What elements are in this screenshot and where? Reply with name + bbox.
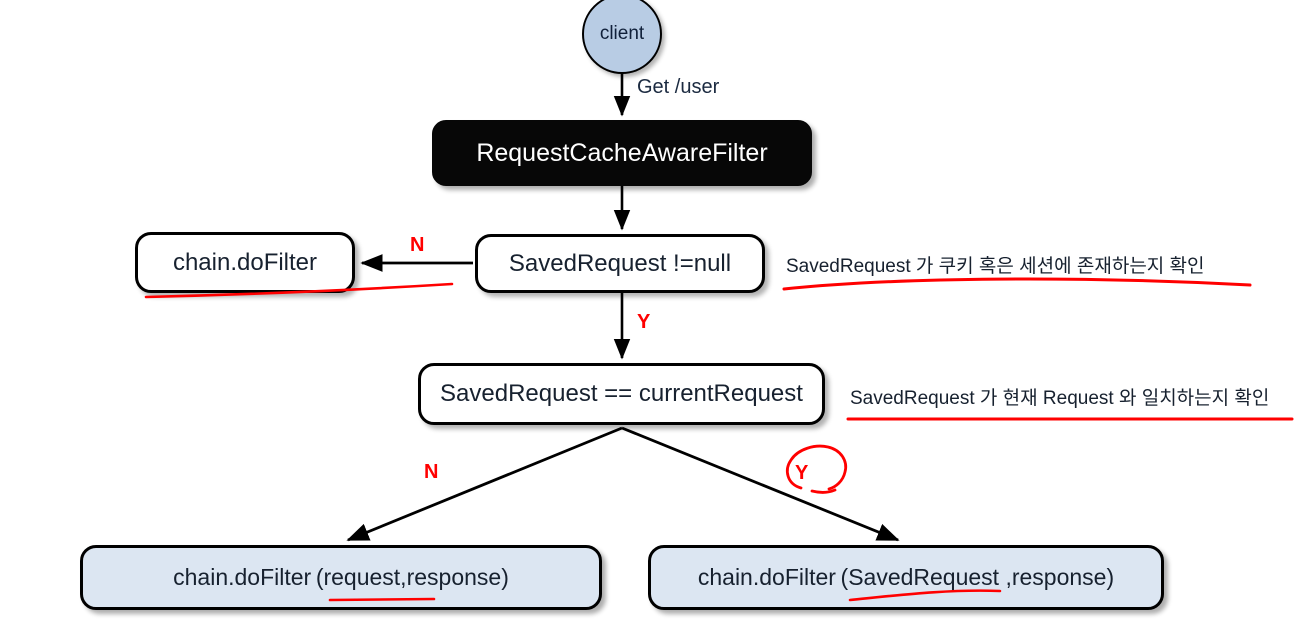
node-decision-savedrequest-not-null[interactable]: SavedRequest !=null	[475, 234, 765, 293]
node-decision-savedrequest-equals-currentrequest[interactable]: SavedRequest == currentRequest	[418, 363, 825, 425]
node-dofilter-saved-label: chain.doFilter (SavedRequest ,response)	[697, 564, 1115, 590]
node-client[interactable]: client	[582, 0, 662, 74]
node-chain-dofilter-request-response[interactable]: chain.doFilter (request,response)	[80, 545, 602, 610]
annotation-savedrequest-matches-current: SavedRequest 가 현재 Request 와 일치하는지 확인	[850, 388, 1270, 409]
edge-match-to-dofilter-request	[346, 426, 623, 542]
edge-label-y-match: Y	[795, 462, 809, 484]
node-client-label: client	[599, 23, 645, 44]
node-decision-match-label: SavedRequest == currentRequest	[440, 380, 803, 407]
node-chain-dofilter[interactable]: chain.doFilter	[135, 232, 355, 293]
edge-label-n-match: N	[424, 461, 439, 483]
node-request-cache-aware-filter[interactable]: RequestCacheAwareFilter	[432, 120, 812, 186]
node-chain-dofilter-savedrequest-response[interactable]: chain.doFilter (SavedRequest ,response)	[648, 545, 1164, 610]
node-filter-label: RequestCacheAwareFilter	[476, 138, 768, 167]
edge-label-y-null: Y	[637, 311, 651, 333]
node-chain-dofilter-label: chain.doFilter	[172, 248, 318, 276]
node-decision-null-label: SavedRequest !=null	[508, 249, 732, 277]
edge-label-get-user: Get /user	[637, 76, 720, 98]
node-dofilter-request-label: chain.doFilter (request,response)	[173, 564, 509, 590]
edge-match-to-dofilter-saved	[621, 426, 900, 542]
annotation-savedrequest-cookie-session: SavedRequest 가 쿠키 혹은 세션에 존재하는지 확인	[786, 256, 1205, 277]
edge-label-n-null: N	[410, 234, 425, 256]
